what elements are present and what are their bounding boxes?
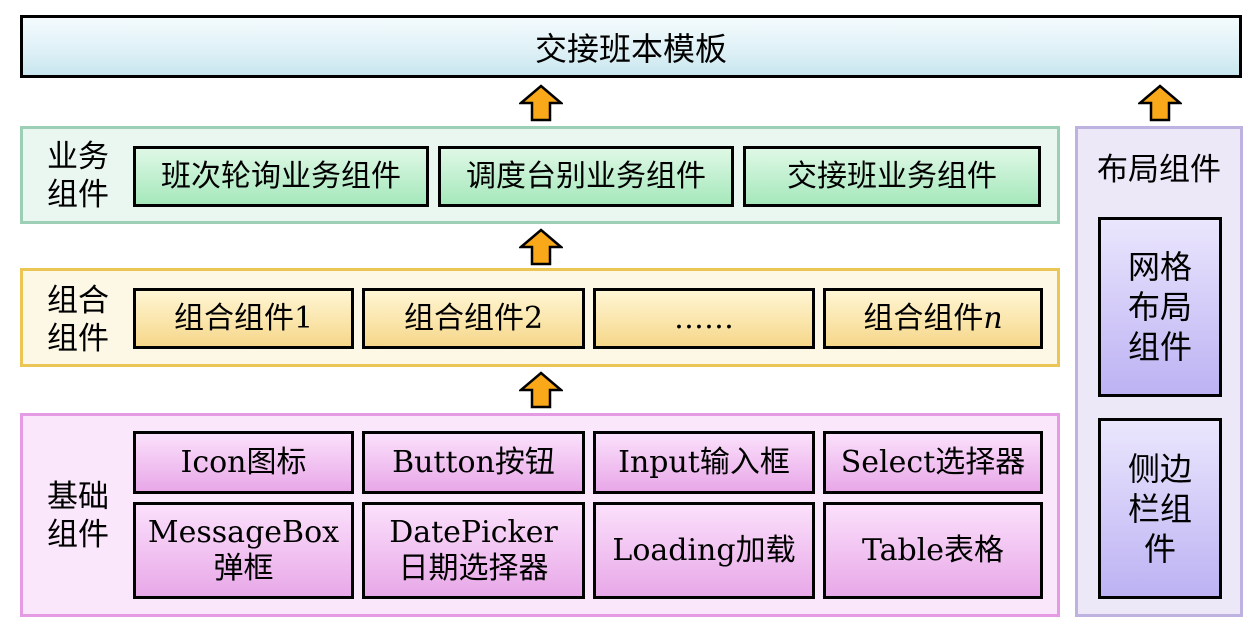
basic-component: Select选择器 [823,431,1043,494]
basic-component-line: DatePicker [389,514,558,550]
basic-component: Loading加载 [593,502,815,599]
combo-component-n-prefix: 组合组件 [863,300,984,336]
basic-component: Input输入框 [593,431,815,494]
basic-component-line: 弹框 [213,550,274,586]
template-title: 交接班本模板 [534,29,727,68]
up-arrow-icon [519,84,563,122]
basic-layer-label: 基础组件 [47,479,109,553]
basic-component: MessageBox 弹框 [133,502,354,599]
business-component: 班次轮询业务组件 [133,146,429,207]
combo-component: 组合组件2 [362,288,585,349]
business-layer-label: 业务组件 [47,139,109,213]
basic-component: Button按钮 [362,431,585,494]
basic-component-line: 日期选择器 [398,550,549,586]
layout-component: 网格布局组件 [1098,217,1222,397]
combo-layer-label: 组合组件 [47,283,109,357]
business-component: 调度台别业务组件 [438,146,734,207]
combo-component-n-suffix: n [983,300,1003,336]
combo-ellipsis: …… [593,288,815,349]
up-arrow-icon [519,371,563,409]
layout-layer-label: 布局组件 [1097,152,1221,188]
template-title-bar: 交接班本模板 [20,15,1242,78]
layout-component: 侧边栏组件 [1098,418,1222,599]
basic-component: Table表格 [823,502,1043,599]
up-arrow-icon [1138,84,1182,122]
basic-component-line: MessageBox [147,514,340,550]
up-arrow-icon [519,228,563,266]
basic-component: Icon图标 [133,431,354,494]
combo-component: 组合组件1 [133,288,354,349]
basic-component: DatePicker 日期选择器 [362,502,585,599]
business-component: 交接班业务组件 [743,146,1041,207]
